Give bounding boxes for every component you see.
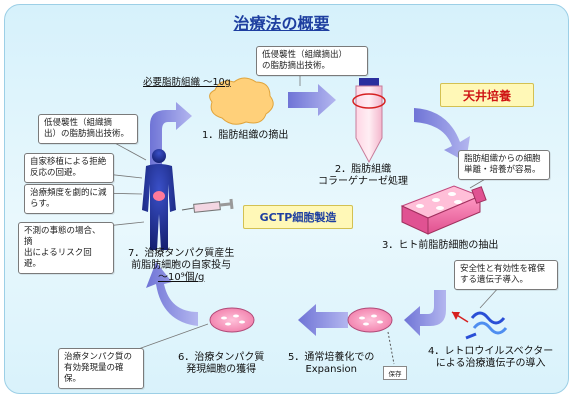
step-text: 発現細胞の獲得 xyxy=(186,364,257,375)
note-left-4: 不測の事態の場合、摘 出によるリスク回避。 xyxy=(18,222,114,274)
step-text: 2．脂肪組織 xyxy=(334,164,392,175)
step-text: Expansion xyxy=(305,364,357,375)
step-text: ～10⁹個/g xyxy=(157,272,205,283)
note-text: の脂肪摘出技術。 xyxy=(262,61,331,71)
step-text: コラーゲナーゼ処理 xyxy=(318,176,408,187)
step-text: 6．治療タンパク質 xyxy=(178,352,265,363)
conical-tube-icon xyxy=(352,78,386,164)
note-text: 脂肪組織からの細胞 xyxy=(464,154,541,164)
note-text: 低侵襲性（組織摘出） xyxy=(262,50,348,60)
note-right-2: 安全性と有効性を確保 する遺伝子導入。 xyxy=(454,260,558,290)
note-text: 有効発現量の確保。 xyxy=(64,363,124,384)
step-text: 1．脂肪組織の摘出 xyxy=(202,130,289,141)
note-text: 自家移植による拒絶 xyxy=(30,157,107,167)
step-2-label: 2．脂肪組織 コラーゲナーゼ処理 xyxy=(318,164,408,188)
note-text: らす。 xyxy=(30,199,55,209)
culture-flask-icon xyxy=(400,185,487,235)
gctp-badge: GCTP細胞製造 xyxy=(243,205,353,229)
step-text: 4．レトロウイルスベクター xyxy=(428,346,554,357)
step-text: 3．ヒト前脂肪細胞の抽出 xyxy=(382,240,499,251)
step-3-label: 3．ヒト前脂肪細胞の抽出 xyxy=(382,240,498,252)
note-text: 出）の脂肪摘出技術。 xyxy=(44,129,130,139)
note-text: 低侵襲性（組織摘 xyxy=(44,118,113,128)
note-text: 治療タンパク質の xyxy=(64,352,133,362)
note-text: 単離・培養が容易。 xyxy=(464,165,541,175)
syringe-icon xyxy=(181,198,234,213)
note-bottom: 治療タンパク質の 有効発現量の確保。 xyxy=(58,348,144,389)
arrow-down-right xyxy=(404,290,446,336)
arrow-up-left xyxy=(146,262,198,326)
arrow-curve-down-right xyxy=(414,108,470,162)
note-left-1: 低侵襲性（組織摘 出）の脂肪摘出技術。 xyxy=(38,114,138,144)
note-top: 低侵襲性（組織摘出） の脂肪摘出技術。 xyxy=(256,46,368,76)
step-5-label: 5．通常培養化での Expansion xyxy=(288,352,374,376)
fat-tissue-icon xyxy=(209,77,274,125)
ceiling-culture-badge: 天井培養 xyxy=(440,83,534,107)
note-left-3: 治療頻度を劇的に減 らす。 xyxy=(24,184,114,214)
note-left-2: 自家移植による拒絶 反応の回避。 xyxy=(24,153,114,183)
retrovirus-icon xyxy=(451,311,508,340)
step-7-label: 7．治療タンパク質産生 前脂肪細胞の自家投与 ～10⁹個/g xyxy=(128,248,234,284)
petri-dish-expansion-icon xyxy=(347,307,393,333)
note-text: 治療頻度を劇的に減 xyxy=(30,188,107,198)
note-right-1: 脂肪組織からの細胞 単離・培養が容易。 xyxy=(458,150,550,180)
step-4-label: 4．レトロウイルスベクター による治療遺伝子の導入 xyxy=(428,346,553,370)
note-text: 出によるリスク回避。 xyxy=(24,248,92,269)
note-text: 反応の回避。 xyxy=(30,168,82,178)
fat-requirement-label: 必要脂肪組織 ～10g xyxy=(143,77,231,88)
step-text: 7．治療タンパク質産生 xyxy=(128,248,235,259)
note-text: 不測の事態の場合、摘 xyxy=(24,226,101,247)
step-text: による治療遺伝子の導入 xyxy=(435,358,546,369)
storage-tag: 保存 xyxy=(383,366,407,380)
arrow-left-1 xyxy=(298,304,348,336)
petri-dish-expression-icon xyxy=(209,307,255,333)
step-1-label: 1．脂肪組織の摘出 xyxy=(202,130,288,142)
storage-connector xyxy=(387,331,395,365)
human-figure-icon xyxy=(142,149,176,250)
page-title: 治療法の概要 xyxy=(233,14,330,33)
arrow-right-1 xyxy=(288,84,336,116)
note-text: する遺伝子導入。 xyxy=(460,275,529,285)
step-6-label: 6．治療タンパク質 発現細胞の獲得 xyxy=(178,352,264,376)
step-text: 5．通常培養化での xyxy=(288,352,375,363)
step-text: 前脂肪細胞の自家投与 xyxy=(131,260,232,271)
note-text: 安全性と有効性を確保 xyxy=(460,264,546,274)
